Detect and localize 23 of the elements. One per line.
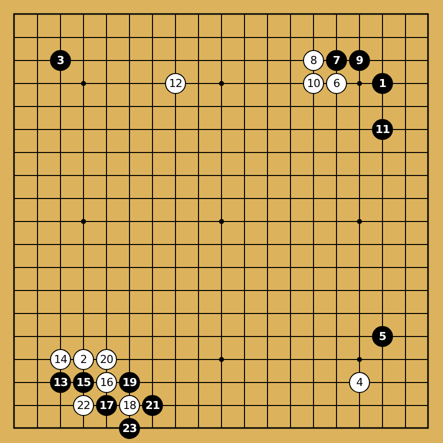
go-stone: 1 — [372, 73, 393, 94]
go-stone: 6 — [326, 73, 347, 94]
go-stone: 19 — [119, 372, 140, 393]
go-stone: 13 — [50, 372, 71, 393]
go-stone: 7 — [326, 50, 347, 71]
go-stone: 16 — [96, 372, 117, 393]
go-stone: 20 — [96, 349, 117, 370]
go-stone: 23 — [119, 418, 140, 439]
go-stone: 17 — [96, 395, 117, 416]
go-stone: 21 — [142, 395, 163, 416]
go-stone: 2 — [73, 349, 94, 370]
go-stone: 12 — [165, 73, 186, 94]
go-stone: 3 — [50, 50, 71, 71]
go-stone: 9 — [349, 50, 370, 71]
go-stone: 4 — [349, 372, 370, 393]
go-stone: 8 — [303, 50, 324, 71]
go-stone: 14 — [50, 349, 71, 370]
go-stone: 15 — [73, 372, 94, 393]
go-stone: 22 — [73, 395, 94, 416]
go-stone: 11 — [372, 119, 393, 140]
go-stone: 18 — [119, 395, 140, 416]
go-stone: 10 — [303, 73, 324, 94]
go-stone: 5 — [372, 326, 393, 347]
